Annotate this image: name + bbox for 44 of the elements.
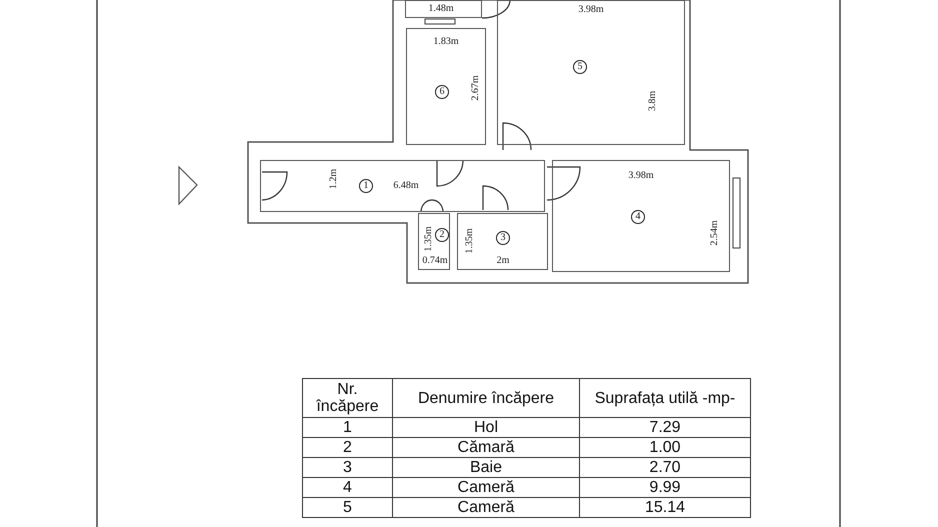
dimension-label: 6.48m xyxy=(393,181,419,191)
room-outline xyxy=(497,0,685,145)
dimension-label: 1.2m xyxy=(329,168,339,190)
dimension-label: 3.98m xyxy=(578,5,604,15)
room-number: 5 xyxy=(573,60,587,74)
column-header: Nr. încăpere xyxy=(302,378,392,418)
room-number: 2 xyxy=(435,228,449,242)
dimension-label: 1.35m xyxy=(465,228,475,254)
room-name-text: Cameră xyxy=(392,478,580,498)
room-number: 4 xyxy=(631,210,645,224)
dimension-label: 1.48m xyxy=(428,4,454,14)
room-outline xyxy=(457,213,548,270)
room-name-text: Hol xyxy=(392,418,580,438)
area-value: 7.29 xyxy=(580,418,750,438)
room-number: 3 xyxy=(496,231,510,245)
area-value: 9.99 xyxy=(580,478,750,498)
dimension-label: 3.8m xyxy=(648,90,658,112)
column-header: Denumire încăpere xyxy=(392,378,580,418)
room-outline xyxy=(260,160,545,212)
room-number-text: 4 xyxy=(302,478,392,498)
dimension-label: 2m xyxy=(496,256,510,266)
dimension-label: 2.54m xyxy=(710,220,720,246)
area-value: 15.14 xyxy=(580,498,750,518)
dimension-label: 3.98m xyxy=(628,171,654,181)
room-number: 6 xyxy=(435,85,449,99)
dimension-label: 1.83m xyxy=(433,37,459,47)
area-value: 2.70 xyxy=(580,458,750,478)
room-number-text: 2 xyxy=(302,438,392,458)
room-number: 1 xyxy=(359,179,373,193)
room-outline xyxy=(406,28,486,145)
room-number-text: 3 xyxy=(302,458,392,478)
dimension-label: 2.67m xyxy=(471,75,481,101)
room-name-text: Baie xyxy=(392,458,580,478)
room-name-text: Cameră xyxy=(392,498,580,518)
dimension-label: 1.35m xyxy=(424,226,434,252)
area-value: 1.00 xyxy=(580,438,750,458)
room-outline xyxy=(405,0,482,18)
room-outline xyxy=(552,160,730,272)
room-outline xyxy=(418,213,450,270)
column-header: Suprafața utilă -mp- xyxy=(580,378,750,418)
room-number-text: 5 xyxy=(302,498,392,518)
room-number-text: 1 xyxy=(302,418,392,438)
dimension-label: 0.74m xyxy=(422,256,448,266)
room-name-text: Cămară xyxy=(392,438,580,458)
